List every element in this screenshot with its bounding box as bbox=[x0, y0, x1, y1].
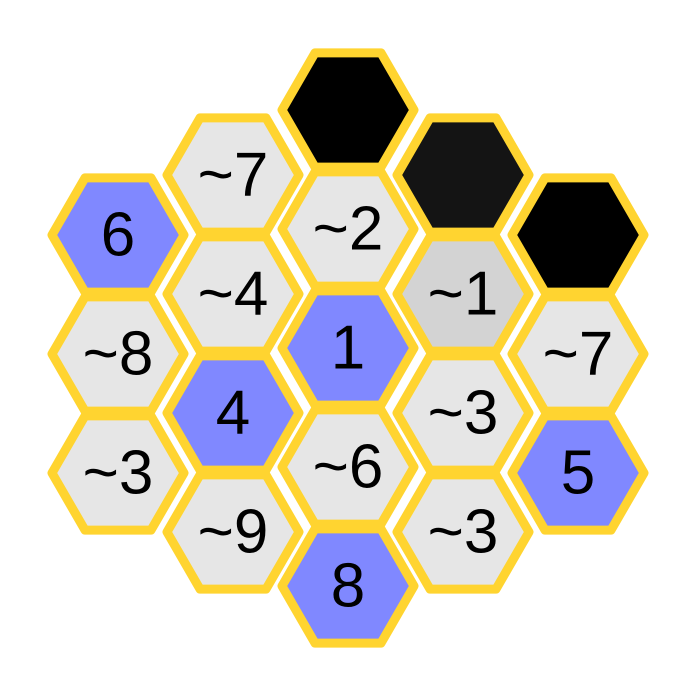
hex-cell[interactable]: ~2 bbox=[277, 167, 419, 291]
hex-cell-shape[interactable] bbox=[392, 351, 534, 475]
hex-cell-label: 5 bbox=[561, 439, 595, 508]
hex-cell[interactable]: ~9 bbox=[162, 470, 304, 594]
hex-cell-label: 8 bbox=[331, 552, 365, 621]
hex-cell-shape[interactable] bbox=[507, 173, 649, 297]
hex-cell[interactable] bbox=[507, 173, 649, 297]
hex-cell[interactable]: 6 bbox=[47, 173, 189, 297]
hex-cell-shape[interactable] bbox=[47, 411, 189, 535]
hex-cell-label: ~9 bbox=[198, 498, 269, 567]
hex-cell-shape[interactable] bbox=[277, 524, 419, 648]
hex-cell[interactable]: 4 bbox=[162, 351, 304, 475]
hex-cell-label: ~7 bbox=[198, 141, 269, 210]
hex-cell[interactable]: 1 bbox=[277, 286, 419, 410]
hex-cell[interactable] bbox=[277, 48, 419, 172]
hex-cell-shape[interactable] bbox=[162, 232, 304, 356]
hex-cell-shape[interactable] bbox=[47, 173, 189, 297]
hex-cell-shape[interactable] bbox=[162, 113, 304, 237]
hex-cell-label: ~6 bbox=[313, 433, 384, 502]
hex-cell-label: ~4 bbox=[198, 260, 269, 329]
hex-cell-label: ~8 bbox=[83, 320, 154, 389]
hex-cell-label: 6 bbox=[101, 201, 135, 270]
hex-cell-shape[interactable] bbox=[277, 48, 419, 172]
hex-cell-shape[interactable] bbox=[507, 292, 649, 416]
hex-cell-shape[interactable] bbox=[392, 232, 534, 356]
hex-cell[interactable]: 8 bbox=[277, 524, 419, 648]
hex-cell[interactable]: ~8 bbox=[47, 292, 189, 416]
hex-cell[interactable] bbox=[392, 113, 534, 237]
hex-cell[interactable]: ~3 bbox=[47, 411, 189, 535]
hex-cell-label: ~1 bbox=[428, 260, 499, 329]
hex-cell[interactable]: ~3 bbox=[392, 470, 534, 594]
hex-cell-label: ~3 bbox=[83, 439, 154, 508]
hex-cell-shape[interactable] bbox=[392, 113, 534, 237]
hex-cell-label: 1 bbox=[331, 314, 365, 383]
hex-cell[interactable]: ~7 bbox=[162, 113, 304, 237]
hex-cell-label: ~3 bbox=[428, 379, 499, 448]
hex-cell[interactable]: ~3 bbox=[392, 351, 534, 475]
hex-cell-shape[interactable] bbox=[47, 292, 189, 416]
hex-cell-shape[interactable] bbox=[277, 286, 419, 410]
hex-cell[interactable]: 5 bbox=[507, 411, 649, 535]
hex-cell-label: ~7 bbox=[543, 320, 614, 389]
hex-cell-shape[interactable] bbox=[162, 351, 304, 475]
hex-cell-label: ~3 bbox=[428, 498, 499, 567]
hex-cell-shape[interactable] bbox=[277, 167, 419, 291]
hex-cell-label: 4 bbox=[216, 379, 250, 448]
hex-cell-shape[interactable] bbox=[507, 411, 649, 535]
hex-cell[interactable]: ~1 bbox=[392, 232, 534, 356]
hex-cell-shape[interactable] bbox=[162, 470, 304, 594]
hex-cell[interactable]: ~4 bbox=[162, 232, 304, 356]
hex-cell-shape[interactable] bbox=[392, 470, 534, 594]
hex-cell-label: ~2 bbox=[313, 195, 384, 264]
hex-cell[interactable]: ~6 bbox=[277, 405, 419, 529]
hex-cell[interactable]: ~7 bbox=[507, 292, 649, 416]
hex-cell-shape[interactable] bbox=[277, 405, 419, 529]
